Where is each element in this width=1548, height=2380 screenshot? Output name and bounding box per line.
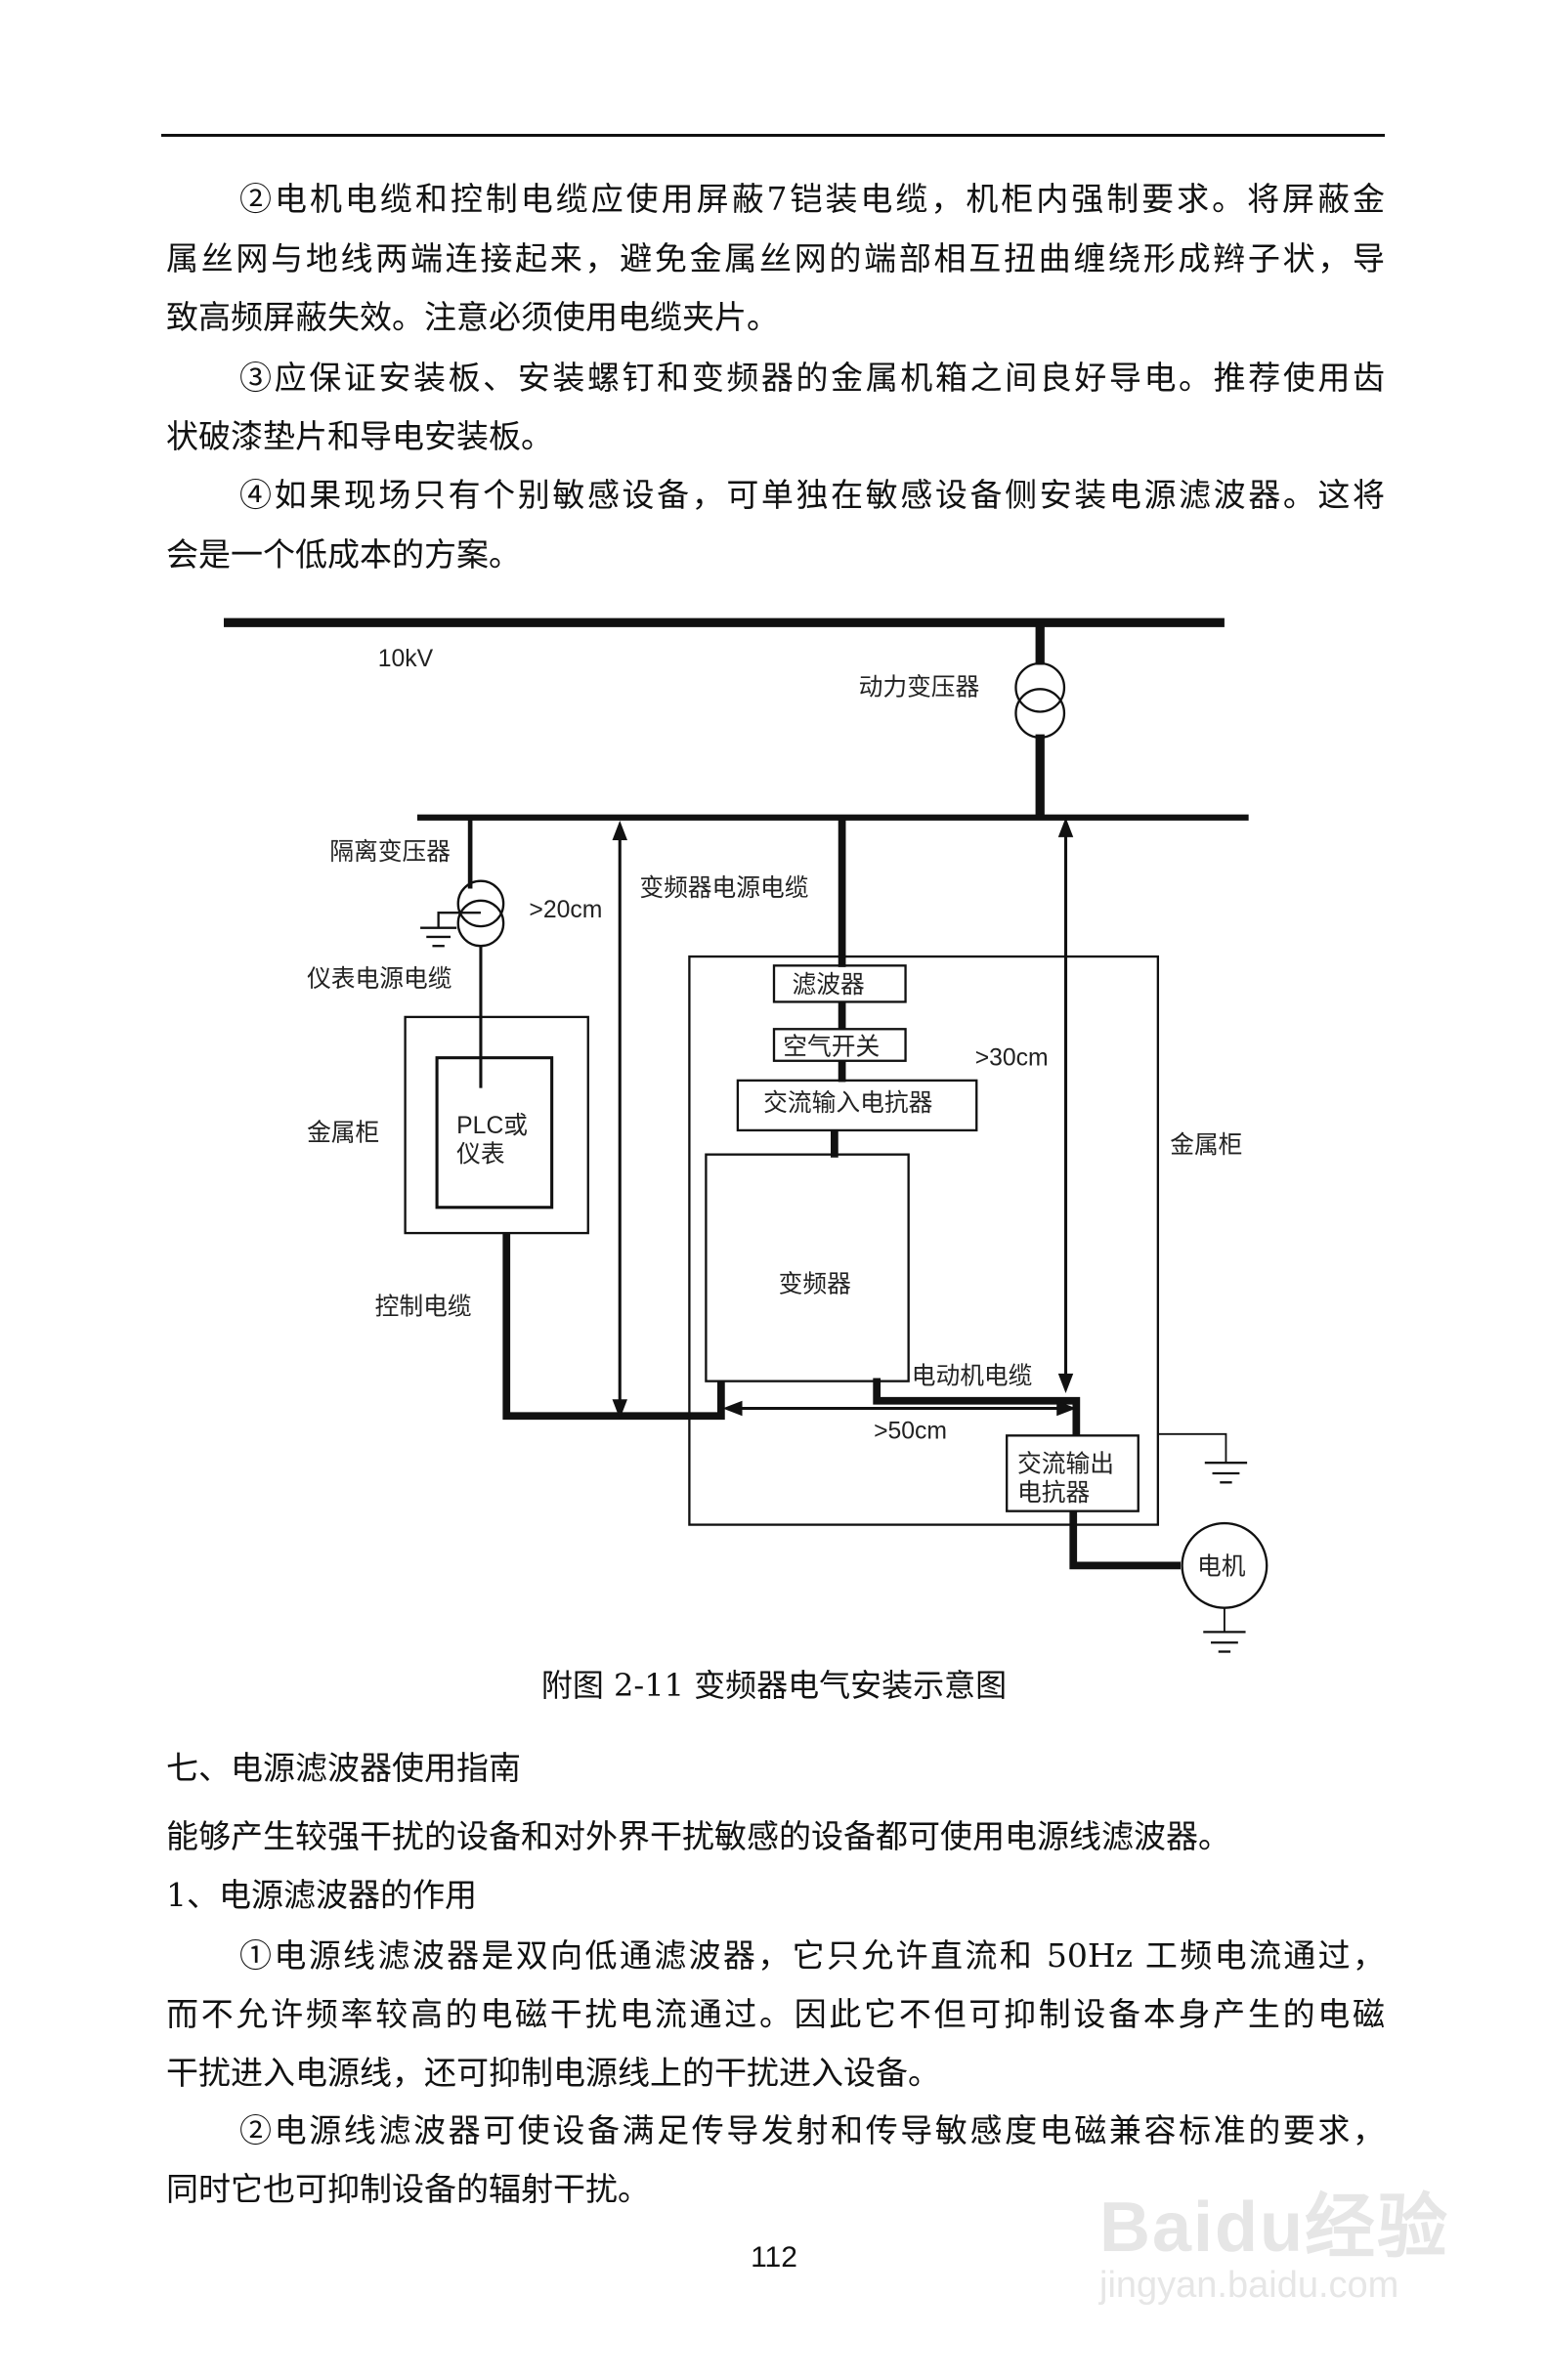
filter-box [772, 964, 907, 1003]
label-plc-instrument: 仪表 [456, 1139, 504, 1168]
page-number: 112 [751, 2241, 797, 2274]
header-rule [161, 134, 1385, 137]
motor-cable-line [873, 1378, 1081, 1436]
paragraph-line: 能够产生较强干扰的设备和对外界干扰敏感的设备都可使用电源线滤波器。 [166, 1817, 1230, 1855]
paragraph-line: ②电机电缆和控制电缆应使用屏蔽7铠装电缆，机柜内强制要求。将屏蔽金 [239, 180, 1385, 218]
paragraph-line: ④如果现场只有个别敏感设备，可单独在敏感设备侧安装电源滤波器。这将 [239, 476, 1385, 514]
label-motor-cable: 电动机电缆 [912, 1362, 1033, 1390]
label-ac-input-reactor: 交流输入电抗器 [763, 1088, 932, 1117]
vfd-box [705, 1153, 910, 1382]
label-isolation-transformer: 隔离变压器 [329, 837, 451, 866]
plc-box [435, 1056, 554, 1210]
label-instrument-cable: 仪表电源电缆 [307, 964, 452, 993]
control-cable-line [502, 1233, 725, 1421]
power-transformer-symbol [1014, 661, 1066, 713]
paragraph-line: ①电源线滤波器是双向低通滤波器，它只允许直流和 50Hz 工频电流通过， [239, 1936, 1385, 1975]
figure-caption: 附图 2-11 变频器电气安装示意图 [540, 1667, 1008, 1704]
subsection-heading: 1、电源滤波器的作用 [166, 1876, 477, 1914]
paragraph-line: 而不允许频率较高的电磁干扰电流通过。因此它不但可抑制设备本身产生的电磁 [166, 1995, 1385, 2033]
paragraph-line: 状破漆垫片和导电安装板。 [166, 417, 553, 455]
paragraph-line: 干扰进入电源线，还可抑制电源线上的干扰进入设备。 [166, 2054, 940, 2092]
label-metal-cabinet-left: 金属柜 [307, 1119, 379, 1147]
label-10kv: 10kV [378, 646, 434, 672]
label-dist-30cm: >30cm [975, 1044, 1049, 1071]
section-heading: 七、电源滤波器使用指南 [166, 1749, 521, 1787]
paragraph-line: 同时它也可抑制设备的辐射干扰。 [166, 2170, 650, 2208]
paragraph-line: ②电源线滤波器可使设备满足传导发射和传导敏感度电磁兼容标准的要求， [239, 2111, 1385, 2149]
paragraph-line: ③应保证安装板、安装螺钉和变频器的金属机箱之间良好导电。推荐使用齿 [239, 359, 1385, 397]
label-vfd-power-cable: 变频器电源电缆 [639, 873, 808, 902]
label-motor: 电机 [1197, 1552, 1246, 1581]
label-filter: 滤波器 [793, 970, 865, 999]
label-air-switch: 空气开关 [783, 1033, 880, 1061]
plc-cabinet-outer [404, 1015, 589, 1235]
paragraph-line: 会是一个低成本的方案。 [166, 535, 521, 574]
label-dist-50cm: >50cm [874, 1418, 947, 1444]
label-dist-20cm: >20cm [529, 897, 602, 923]
paragraph-line: 属丝网与地线两端连接起来，避免金属丝网的端部相互扭曲缠绕形成辫子状，导 [166, 239, 1385, 277]
isolation-transformer-symbol [456, 879, 505, 928]
vfd-metal-cabinet [688, 955, 1160, 1526]
label-vfd: 变频器 [779, 1269, 851, 1297]
baidu-watermark-logo: Baidu经验 [1099, 2189, 1450, 2267]
paragraph-line: 致高频屏蔽失效。注意必须使用电缆夹片。 [166, 298, 779, 336]
label-control-cable: 控制电缆 [375, 1293, 472, 1321]
label-ac-output-reactor: 交流输出 [1017, 1449, 1114, 1477]
label-plc: PLC或 [456, 1112, 528, 1139]
label-ac-output-reactor-2: 电抗器 [1017, 1478, 1090, 1507]
baidu-watermark-url: jingyan.baidu.com [1099, 2265, 1399, 2306]
label-metal-cabinet-right: 金属柜 [1170, 1130, 1242, 1159]
ac-input-reactor-box [736, 1079, 978, 1132]
label-power-transformer: 动力变压器 [859, 672, 980, 701]
